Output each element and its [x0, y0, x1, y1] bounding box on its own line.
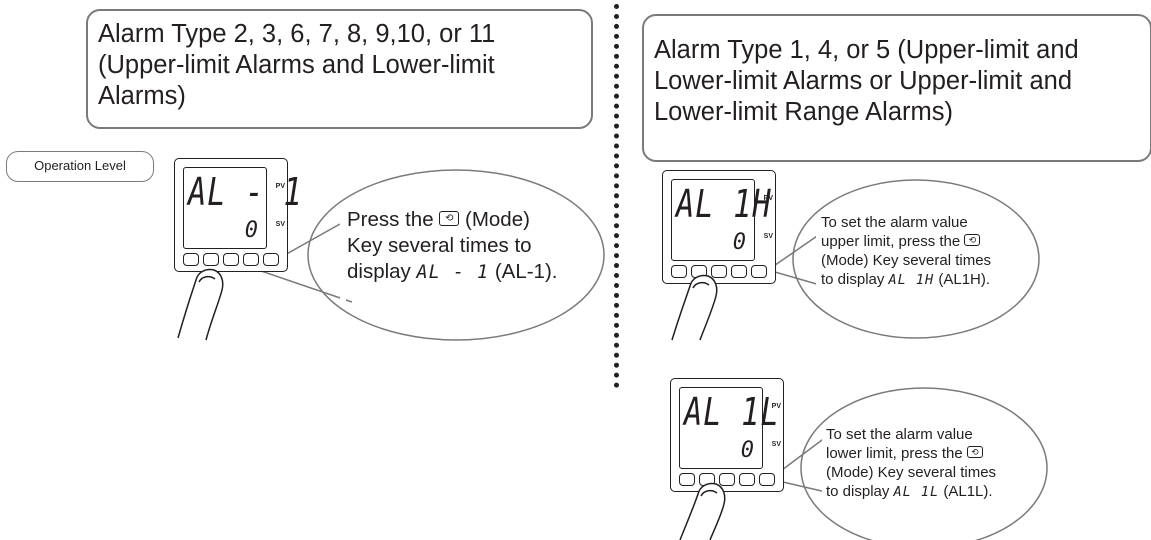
bubble-left-line1-prefix: Press the	[347, 208, 440, 231]
bubble-left-line2: Key several times to	[347, 234, 532, 257]
bubble-upper-right	[792, 179, 1040, 339]
bubble-lower-line4-suffix: (AL1L).	[939, 483, 993, 500]
down-key[interactable]	[739, 473, 755, 486]
shift-key[interactable]	[711, 265, 727, 278]
down-key[interactable]	[243, 253, 259, 266]
up-key[interactable]	[759, 473, 775, 486]
device-keypad	[183, 251, 283, 267]
mode-key[interactable]	[203, 253, 219, 266]
shift-key[interactable]	[223, 253, 239, 266]
pv-readout: AL 1H	[676, 182, 772, 226]
pv-tag: PV	[763, 195, 773, 202]
bubble-text-upper: To set the alarm value upper limit, pres…	[821, 213, 991, 290]
finger-icon	[671, 274, 718, 341]
up-key[interactable]	[263, 253, 279, 266]
sv-tag: SV	[763, 233, 773, 240]
mode-key-icon: ⟲	[966, 446, 983, 459]
controller-device-left: AL - 1 0 PV SV	[174, 158, 302, 272]
pv-readout: AL - 1	[188, 170, 303, 214]
bubble-lower-right	[800, 387, 1048, 540]
sv-tag: SV	[771, 441, 781, 448]
bubble-lower-line4-prefix: to display	[826, 483, 894, 500]
level-key[interactable]	[183, 253, 199, 266]
up-key[interactable]	[751, 265, 767, 278]
bubble-lower-display-code: AL 1L	[893, 484, 940, 500]
bubble-lower-line2-prefix: lower limit, press the	[826, 445, 967, 462]
bubble-lower-line3: (Mode) Key several times	[826, 464, 997, 481]
bubble-upper-line4-prefix: to display	[821, 271, 889, 288]
finger-icon	[177, 268, 224, 341]
sv-readout: 0	[244, 218, 258, 243]
bubble-left	[307, 169, 605, 341]
left-title-line-3: Alarms)	[98, 82, 186, 110]
bubble-upper-display-code: AL 1H	[888, 272, 935, 288]
bubble-left-line3-prefix: display	[347, 260, 417, 283]
left-title-box: Alarm Type 2, 3, 6, 7, 8, 9,10, or 11 (U…	[86, 9, 593, 129]
pv-tag: PV	[275, 183, 285, 190]
bubble-upper-line2-prefix: upper limit, press the	[821, 233, 965, 250]
pv-readout: AL 1L	[684, 390, 780, 434]
dotted-divider	[614, 4, 619, 388]
bubble-upper-line4-suffix: (AL1H).	[934, 271, 991, 288]
bubble-left-display-code: AL - 1	[416, 262, 490, 283]
bubble-lower-line1: To set the alarm value	[826, 426, 973, 443]
down-key[interactable]	[731, 265, 747, 278]
shift-key[interactable]	[719, 473, 735, 486]
left-title-line-1: Alarm Type 2, 3, 6, 7, 8, 9,10, or 11	[98, 20, 496, 48]
bubble-upper-line3: (Mode) Key several times	[821, 252, 992, 269]
pv-tag: PV	[771, 403, 781, 410]
device-keypad	[671, 263, 771, 279]
level-key[interactable]	[679, 473, 695, 486]
level-key[interactable]	[671, 265, 687, 278]
sv-tag: SV	[275, 221, 285, 228]
sv-readout: 0	[740, 438, 754, 463]
operation-level-label: Operation Level	[6, 151, 154, 182]
bubble-left-line1-suffix: (Mode)	[459, 208, 530, 231]
right-title-line-2: Lower-limit Alarms or Upper-limit and	[654, 67, 1073, 95]
sv-readout: 0	[732, 230, 746, 255]
mode-key-icon: ⟲	[964, 234, 981, 247]
right-title-line-3: Lower-limit Range Alarms)	[654, 98, 954, 126]
lcd-display: AL 1H 0	[671, 179, 771, 261]
finger-icon	[679, 482, 726, 540]
right-title-line-1: Alarm Type 1, 4, or 5 (Upper-limit and	[654, 36, 1079, 64]
right-title-box: Alarm Type 1, 4, or 5 (Upper-limit and L…	[642, 14, 1151, 162]
bubble-left-line3-suffix: (AL-1).	[489, 260, 558, 283]
bubble-text-left: Press the ⟲ (Mode) Key several times to …	[347, 207, 557, 286]
mode-key-icon: ⟲	[439, 211, 460, 227]
lcd-display: AL 1L 0	[679, 387, 779, 469]
lcd-display: AL - 1 0	[183, 167, 302, 249]
controller-device-upper: AL 1H 0 PV SV	[662, 170, 776, 284]
bubble-text-lower: To set the alarm value lower limit, pres…	[826, 425, 996, 502]
left-title-line-2: (Upper-limit Alarms and Lower-limit	[98, 51, 495, 79]
bubble-upper-line1: To set the alarm value	[821, 214, 968, 231]
